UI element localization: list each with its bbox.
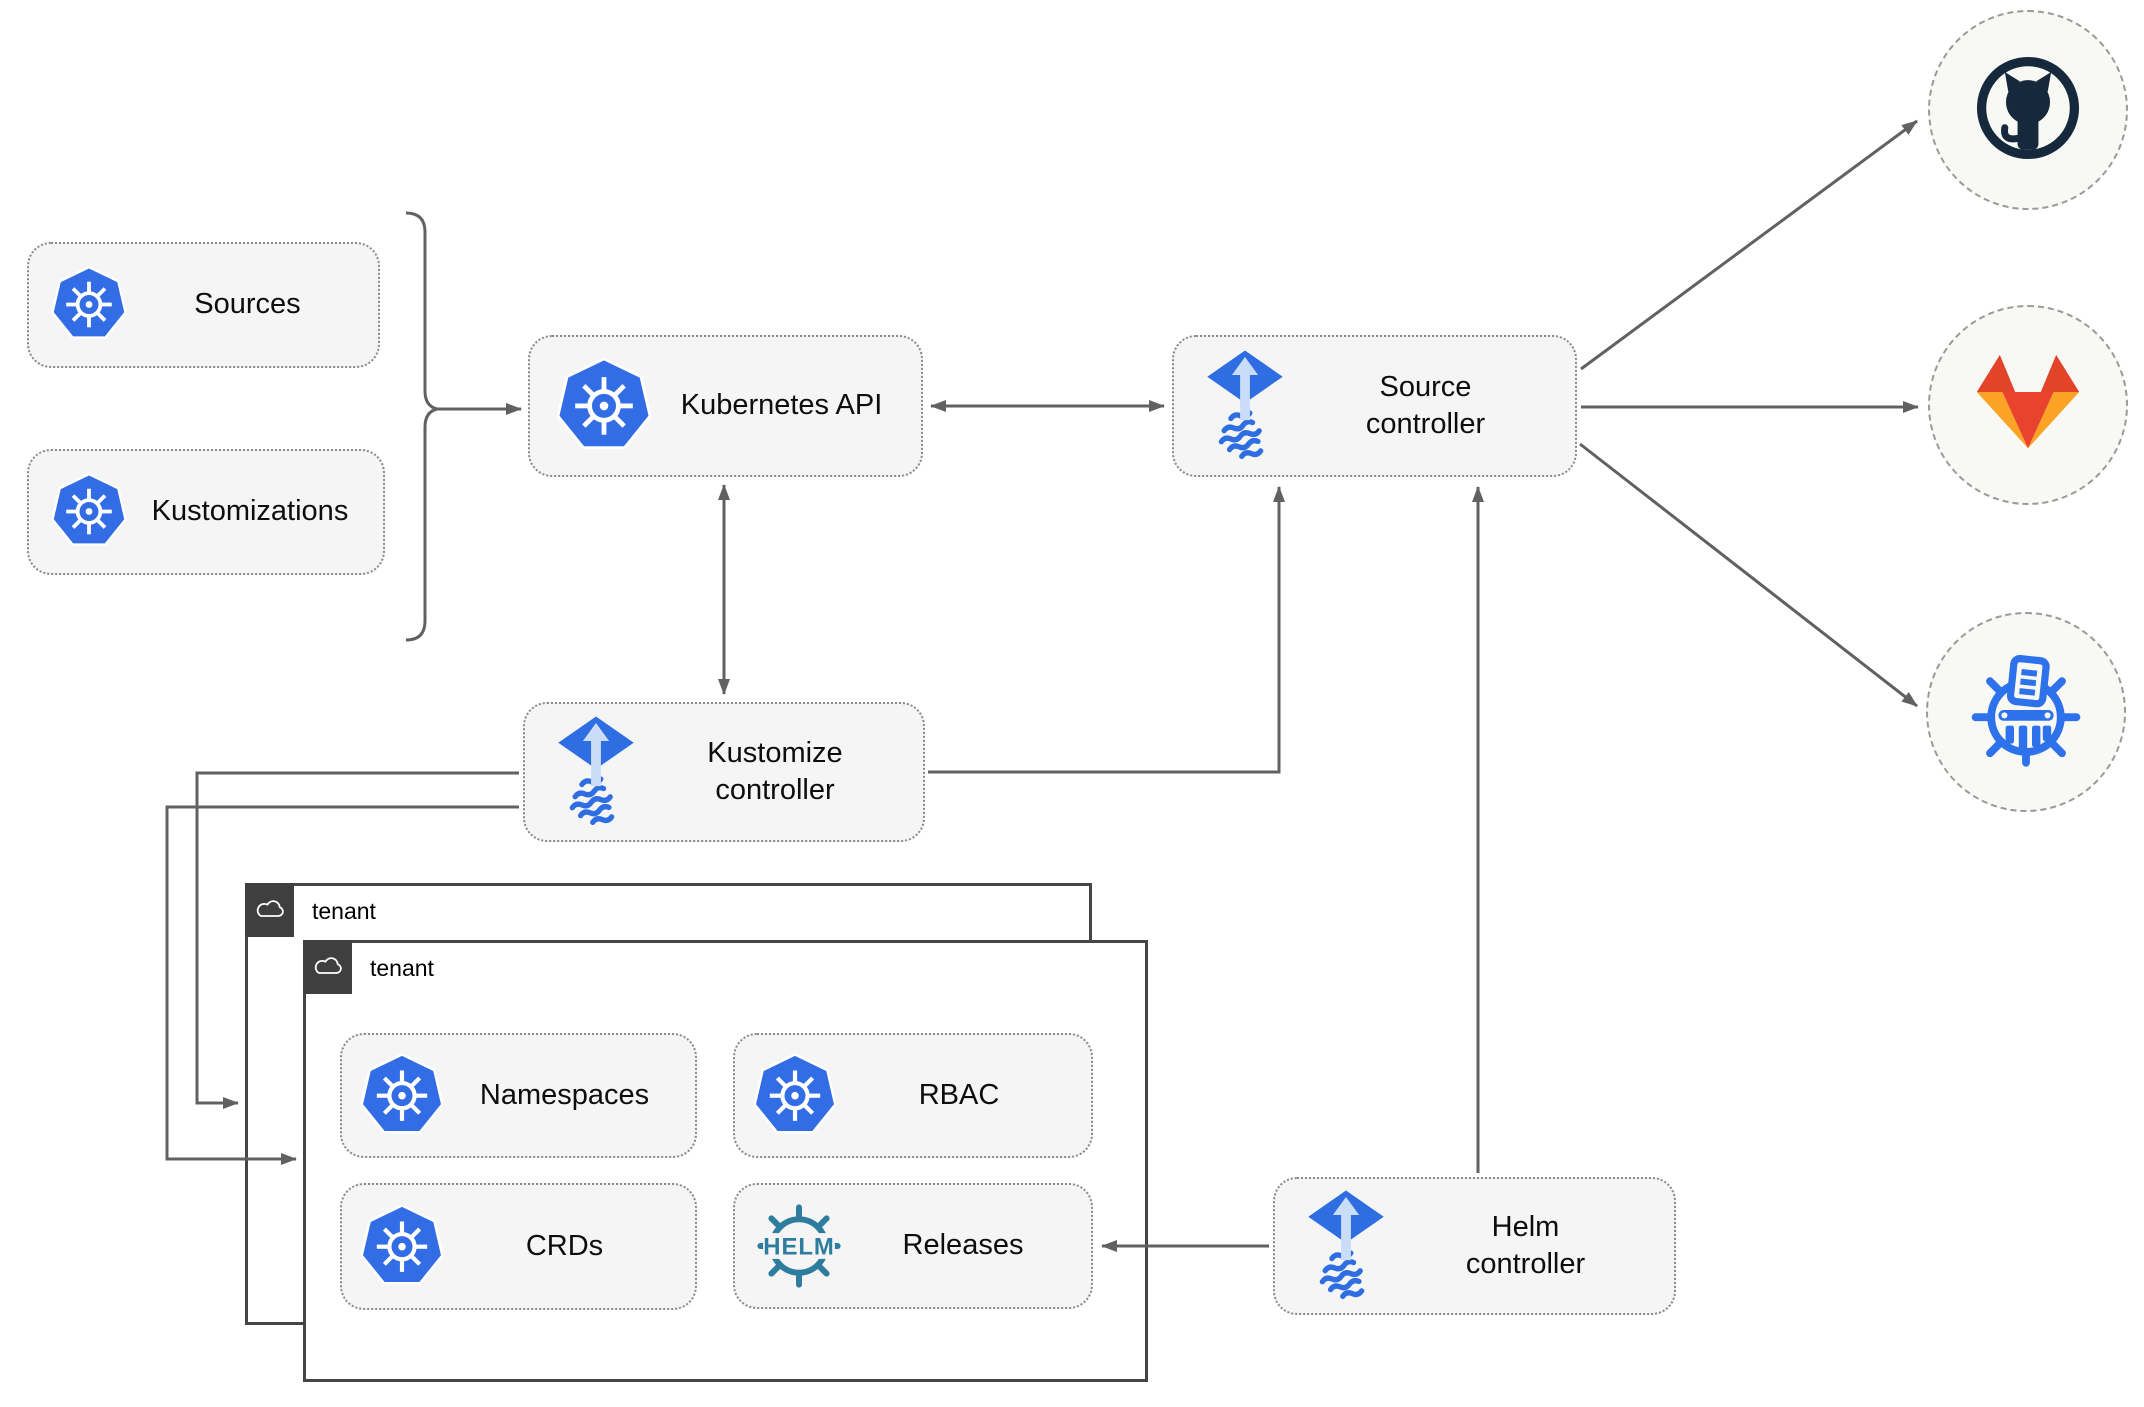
node-releases-label: Releases	[902, 1229, 1024, 1262]
node-sources-label: Sources	[194, 288, 301, 321]
node-kubernetes-api: Kubernetes API	[528, 335, 923, 477]
node-releases: HELM Releases	[733, 1183, 1093, 1309]
node-crds-label: CRDs	[525, 1229, 604, 1262]
connector-source-controller-to-git-repository	[1579, 442, 1918, 708]
tenant-front-label: tenant	[370, 954, 434, 981]
gitlab-icon	[1964, 351, 2092, 458]
node-crds: CRDs	[340, 1183, 697, 1310]
kubernetes-icon	[51, 265, 127, 344]
flux-icon	[555, 714, 637, 830]
tenant-back-label: tenant	[312, 897, 376, 924]
node-helm-controller-label: Helm controller	[1465, 1210, 1586, 1280]
git-repository-icon	[1966, 650, 2086, 775]
kubernetes-icon	[360, 1052, 444, 1139]
tenant-container-front: tenant	[303, 940, 1148, 1382]
node-kustomize-controller-label: Kustomize controller	[707, 736, 843, 806]
cloud-icon	[303, 940, 352, 994]
remote-gitlab	[1928, 305, 2128, 505]
kubernetes-icon	[556, 356, 652, 456]
node-helm-controller: Helm controller	[1273, 1177, 1676, 1315]
node-kustomizations-label: Kustomizations	[151, 495, 349, 528]
cloud-icon	[245, 883, 294, 937]
kubernetes-icon	[51, 472, 127, 551]
github-icon	[1970, 50, 2086, 171]
node-source-controller: Source controller	[1172, 335, 1577, 477]
kubernetes-icon	[753, 1052, 837, 1139]
connector-kustomize-controller-to-source-controller	[928, 486, 1285, 774]
node-kustomizations: Kustomizations	[27, 449, 385, 575]
node-kustomize-controller: Kustomize controller	[523, 702, 925, 842]
node-kubernetes-api-label: Kubernetes API	[680, 389, 883, 422]
helm-icon: HELM	[753, 1200, 845, 1292]
node-namespaces: Namespaces	[340, 1033, 697, 1158]
node-rbac: RBAC	[733, 1033, 1093, 1158]
kubernetes-icon	[360, 1203, 444, 1290]
bracket-sources-group	[405, 211, 438, 642]
flux-icon	[1305, 1188, 1387, 1304]
connector-source-controller-to-github	[1580, 119, 1918, 371]
remote-github	[1928, 10, 2128, 210]
node-source-controller-label: Source controller	[1365, 370, 1486, 440]
helm-logo-text: HELM	[763, 1233, 834, 1260]
flux-icon	[1204, 348, 1286, 464]
node-namespaces-label: Namespaces	[479, 1078, 650, 1111]
remote-git-repository	[1926, 612, 2126, 812]
node-sources: Sources	[27, 242, 380, 368]
node-rbac-label: RBAC	[918, 1078, 1000, 1111]
